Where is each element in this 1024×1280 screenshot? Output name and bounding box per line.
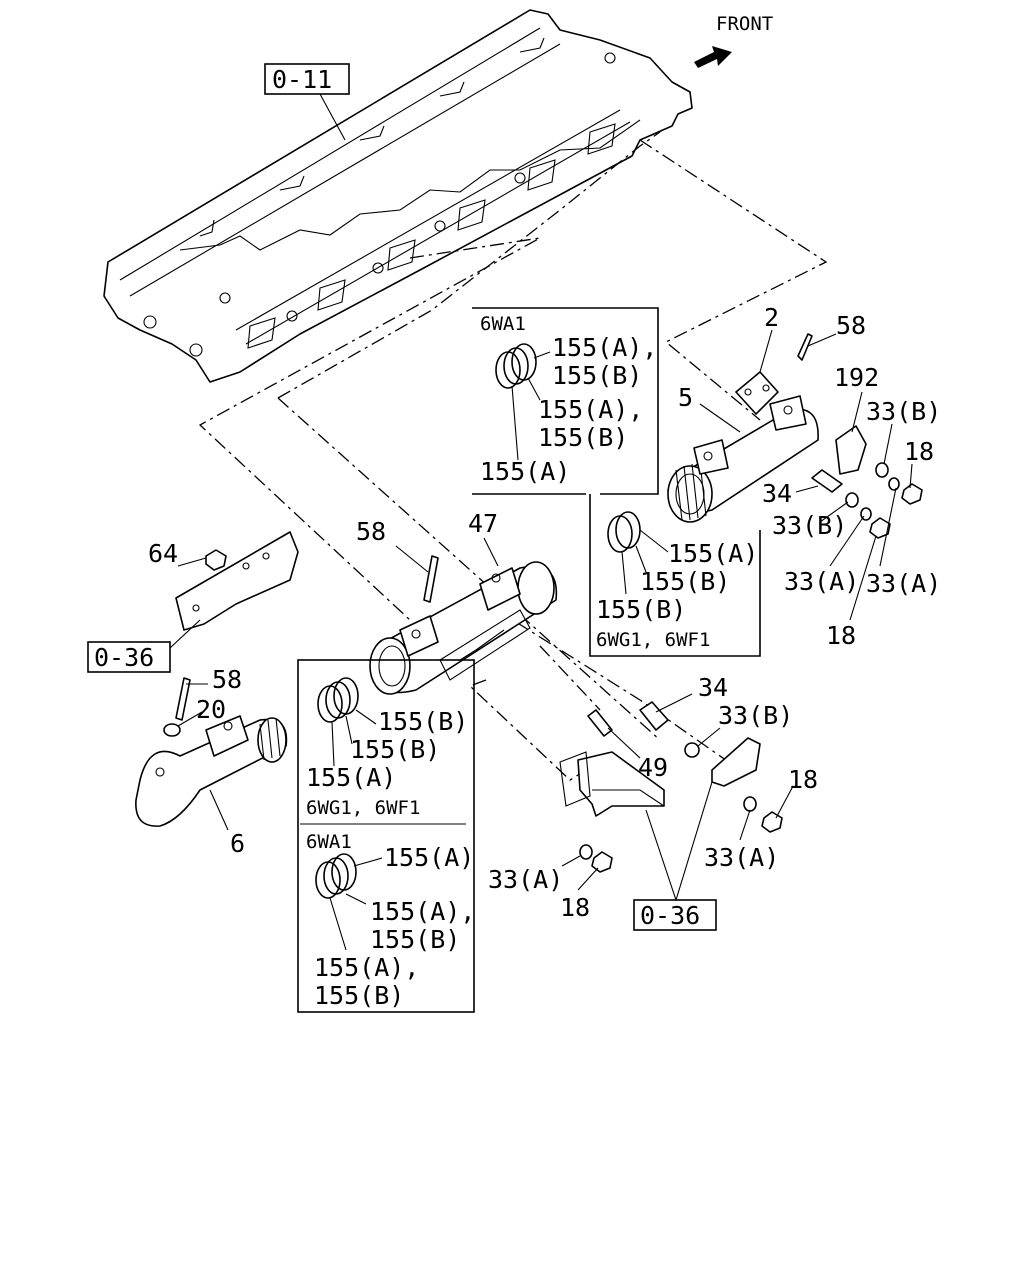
- inset-mid: 155(A) 155(B) 155(B) 6WG1, 6WF1: [589, 494, 761, 657]
- inset-top: 6WA1 155(A), 155(B) 155(A), 155(B) 155(A…: [472, 307, 659, 495]
- reference-box-left[interactable]: 0-36: [87, 641, 171, 673]
- inset-left-l7: 155(A),: [314, 953, 419, 982]
- inset-top-l2: 155(B): [552, 361, 642, 390]
- inset-top-l1: 155(A),: [552, 333, 657, 362]
- inset-left-l2: 155(B): [350, 735, 440, 764]
- left-bracket: [175, 531, 299, 631]
- leader-0-36-left: [169, 619, 201, 649]
- nut-64: [205, 549, 227, 571]
- inset-left-l4: 155(A): [384, 843, 474, 872]
- stud-58-middle: [423, 555, 439, 603]
- callout-47: 47: [468, 509, 498, 538]
- front-arrow-icon: [694, 46, 732, 68]
- callout-33a-lower-left: 33(A): [488, 865, 563, 894]
- connection-lines: [198, 131, 828, 781]
- leader-0-11: [319, 93, 346, 141]
- inset-mid-model: 6WG1, 6WF1: [596, 629, 710, 651]
- fasteners-lower: [579, 742, 783, 873]
- inset-top-l4: 155(B): [538, 423, 628, 452]
- washer-20: [163, 723, 181, 737]
- ref-0-36-left: 0-36: [94, 643, 154, 672]
- exhaust-pipe-5: [667, 395, 819, 523]
- leader-0-36-bottom: [645, 781, 713, 901]
- callout-2: 2: [764, 303, 779, 332]
- stud-58-left: [175, 677, 191, 721]
- gasket-2: [735, 371, 779, 415]
- ref-0-11: 0-11: [272, 65, 332, 94]
- callout-33b-lower: 33(B): [718, 701, 793, 730]
- callout-58-middle: 58: [356, 517, 386, 546]
- spacer-34-upper: [811, 469, 843, 493]
- callout-58-upper: 58: [836, 311, 866, 340]
- callout-64: 64: [148, 539, 178, 568]
- ref-0-36-bottom: 0-36: [640, 901, 700, 930]
- inset-top-l3: 155(A),: [538, 395, 643, 424]
- exhaust-pipe-47: [369, 561, 558, 695]
- stud-58-upper: [797, 333, 813, 361]
- inset-left-l5: 155(A),: [370, 897, 475, 926]
- callout-18-mid: 18: [826, 621, 856, 650]
- callout-49: 49: [638, 753, 668, 782]
- spacer-34-lower: [639, 701, 669, 731]
- stud-49: [587, 709, 613, 737]
- inset-left-l6: 155(B): [370, 925, 460, 954]
- inset-left-l8: 155(B): [314, 981, 404, 1010]
- callout-20: 20: [196, 695, 226, 724]
- callout-5: 5: [678, 383, 693, 412]
- callout-33a-mid2: 33(A): [866, 569, 941, 598]
- inset-top-model: 6WA1: [480, 313, 526, 335]
- callout-58-left: 58: [212, 665, 242, 694]
- inset-top-l5: 155(A): [480, 457, 570, 486]
- callout-33b-upper: 33(B): [866, 397, 941, 426]
- callout-18-lower-left: 18: [560, 893, 590, 922]
- inset-left-model1: 6WG1, 6WF1: [306, 797, 420, 819]
- reference-box-bottom[interactable]: 0-36: [633, 899, 717, 931]
- bracket-192: [835, 425, 867, 475]
- callout-192: 192: [834, 363, 879, 392]
- callout-leaders: [177, 329, 913, 891]
- callout-34-lower: 34: [698, 673, 728, 702]
- callout-6: 6: [230, 829, 245, 858]
- callout-33b-mid: 33(B): [772, 511, 847, 540]
- fasteners-right: [845, 462, 923, 539]
- callout-18-lower-right: 18: [788, 765, 818, 794]
- inset-mid-l1: 155(A): [668, 539, 758, 568]
- bracket-small: [711, 737, 761, 787]
- inset-mid-l2: 155(B): [640, 567, 730, 596]
- callout-33a-mid1: 33(A): [784, 567, 859, 596]
- part-callouts: 2 58 192 33(B) 18 5 34 33(B) 33(A) 33(A)…: [148, 303, 941, 922]
- inset-left: 155(B) 155(B) 155(A) 6WG1, 6WF1 6WA1 155…: [297, 659, 475, 1013]
- front-label: FRONT: [716, 13, 773, 35]
- lower-bracket: [559, 751, 665, 817]
- callout-34-upper: 34: [762, 479, 792, 508]
- front-indicator: FRONT: [694, 13, 773, 68]
- inset-left-model2: 6WA1: [306, 831, 352, 853]
- cylinder-head: [103, 9, 693, 383]
- callout-18-upper: 18: [904, 437, 934, 466]
- callout-33a-lower-right: 33(A): [704, 843, 779, 872]
- inset-left-l3: 155(A): [306, 763, 396, 792]
- inset-mid-l3: 155(B): [596, 595, 686, 624]
- inset-left-l1: 155(B): [378, 707, 468, 736]
- exhaust-pipe-6: [135, 715, 288, 827]
- reference-box-top[interactable]: 0-11: [264, 63, 350, 95]
